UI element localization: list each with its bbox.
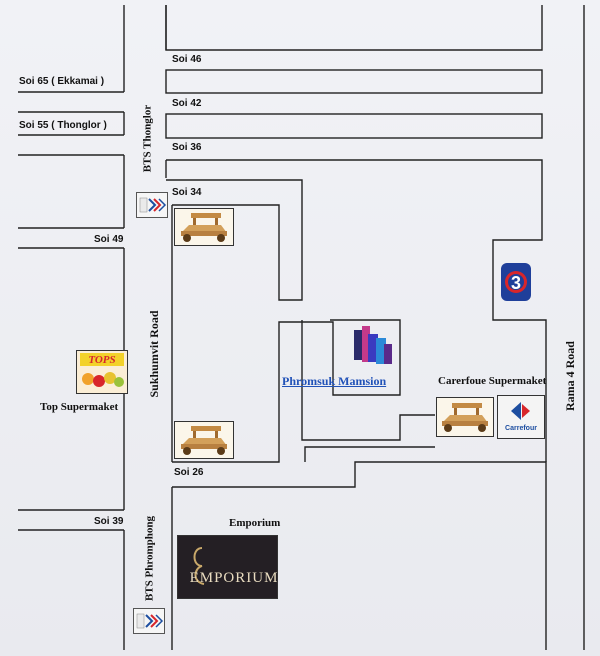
rama4-road-label: Rama 4 Road xyxy=(563,341,577,412)
inner-lane-south xyxy=(304,446,435,462)
block-north xyxy=(165,5,543,51)
carrefour-logo-text: Carrefour xyxy=(505,425,537,432)
inner-lane-east xyxy=(301,320,435,441)
soi36-label: Soi 36 xyxy=(172,142,202,153)
bts-phromphong-icon[interactable] xyxy=(133,608,165,634)
sukhumvit-road-label: Sukhumvit Road xyxy=(147,310,161,398)
channel-3-text: 3 xyxy=(511,273,521,293)
soi49-label: Soi 49 xyxy=(94,234,124,245)
block-soi42-36 xyxy=(165,113,543,139)
soi46-label: Soi 46 xyxy=(172,54,202,65)
tuktuk-icon xyxy=(174,208,234,246)
inner-lane-west xyxy=(172,319,401,463)
block-soi46-42 xyxy=(165,69,543,94)
carrefour-logo: Carrefour xyxy=(497,395,545,439)
carrefour-label: Carerfoue Supermaket xyxy=(438,375,547,387)
soi26-label: Soi 26 xyxy=(174,467,204,478)
tuktuk-icon xyxy=(436,397,494,437)
soi34-label: Soi 34 xyxy=(172,187,202,198)
soi55-label: Soi 55 ( Thonglor ) xyxy=(19,120,107,131)
soi34-road xyxy=(166,179,303,301)
phromsuk-building-icon xyxy=(350,324,396,368)
bts-thonglor-icon[interactable] xyxy=(136,192,168,218)
soi65-label: Soi 65 ( Ekkamai ) xyxy=(19,76,105,87)
emporium-logo-text: EMPORIUM xyxy=(190,570,277,586)
tops-label: Top Supermaket xyxy=(40,401,119,413)
soi36-road xyxy=(166,159,547,395)
soi26-road xyxy=(172,461,547,650)
bts-phromphong-label: BTS Phromphong xyxy=(143,515,156,602)
bts-thonglor-label: BTS Thonglor xyxy=(141,104,154,173)
tuktuk-icon xyxy=(174,421,234,459)
soi39-label: Soi 39 xyxy=(94,516,124,527)
emporium-label: Emporium xyxy=(229,517,281,529)
channel-3-logo: 3 xyxy=(500,262,532,302)
emporium-logo: EMPORIUM xyxy=(177,535,278,599)
tops-logo-text: TOPS xyxy=(88,354,115,366)
phromsuk-mansion-link[interactable]: Phromsuk Mamsion xyxy=(282,374,387,388)
tops-logo: TOPS xyxy=(76,350,128,394)
soi42-label: Soi 42 xyxy=(172,98,202,109)
